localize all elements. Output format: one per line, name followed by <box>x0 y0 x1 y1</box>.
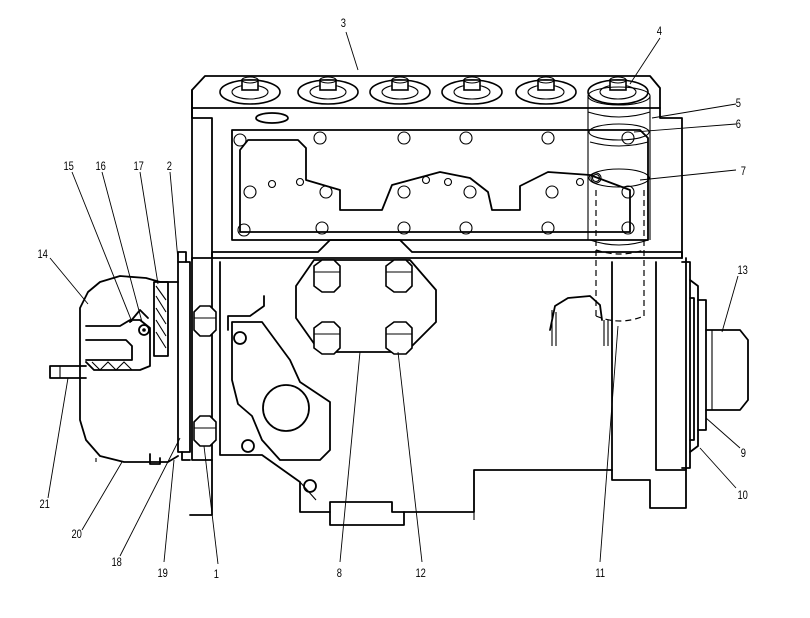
timer-plate <box>177 251 191 461</box>
callout-21: 21 <box>39 498 49 511</box>
cover-bolt <box>385 259 413 293</box>
cover-bolt <box>385 321 413 355</box>
callout-7: 7 <box>741 165 746 178</box>
callout-14: 14 <box>37 248 47 261</box>
timer-housing <box>49 275 179 465</box>
callout-2: 2 <box>167 160 172 173</box>
callout-15: 15 <box>63 160 73 173</box>
callout-16: 16 <box>95 160 105 173</box>
callout-6: 6 <box>736 118 741 131</box>
callout-labels: 3 4 5 6 7 13 9 10 11 12 8 1 19 18 20 21 … <box>37 17 747 581</box>
leader-lines <box>47 31 741 565</box>
hidden-plunger-bore <box>587 86 651 322</box>
callout-10: 10 <box>737 489 747 502</box>
inspection-cover <box>295 259 437 355</box>
cover-bolt <box>313 259 341 293</box>
callout-19: 19 <box>157 567 167 580</box>
callout-18: 18 <box>111 556 121 569</box>
cover-bolt <box>313 321 341 355</box>
drive-coupling <box>681 261 749 469</box>
callout-17: 17 <box>133 160 143 173</box>
bolt-1-upper <box>193 305 217 337</box>
callout-9: 9 <box>741 447 746 460</box>
upper-housing <box>191 107 683 259</box>
callout-5: 5 <box>736 97 741 110</box>
callout-11: 11 <box>595 567 605 580</box>
pump-body <box>189 239 687 526</box>
delivery-valve-holders <box>219 76 649 124</box>
callout-13: 13 <box>737 264 747 277</box>
callout-8: 8 <box>337 567 342 580</box>
callout-20: 20 <box>71 528 81 541</box>
callout-3: 3 <box>341 17 346 30</box>
bolt-1-lower <box>193 415 217 447</box>
callout-12: 12 <box>415 567 425 580</box>
callout-1: 1 <box>214 568 219 581</box>
callout-4: 4 <box>657 25 662 38</box>
